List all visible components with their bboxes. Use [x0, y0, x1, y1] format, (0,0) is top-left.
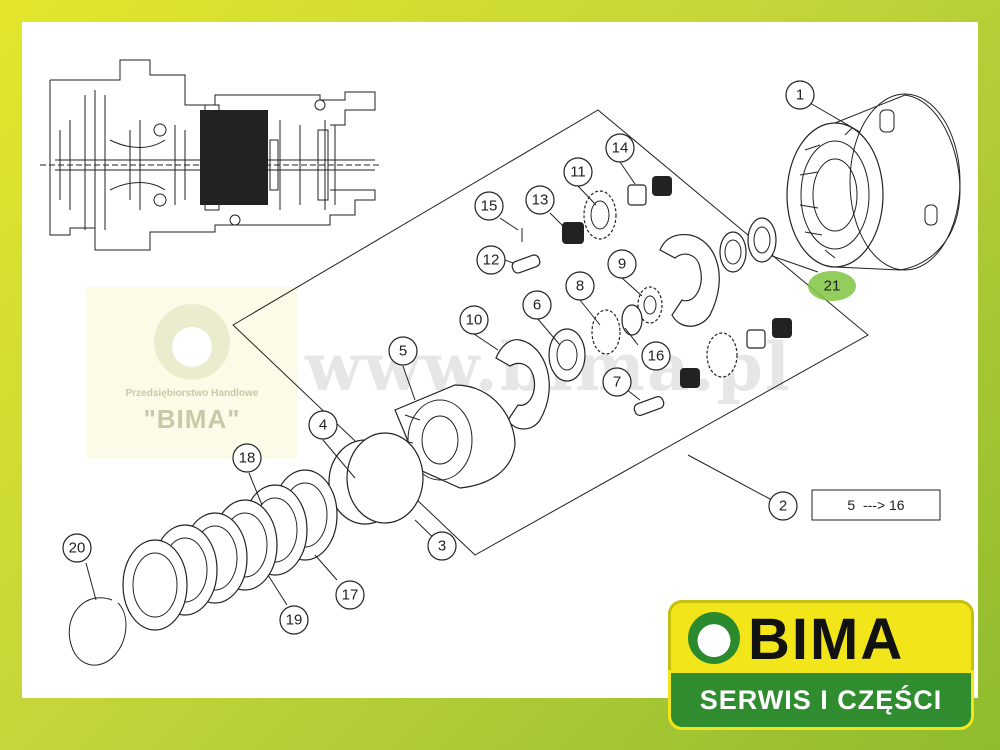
pin-7 [633, 396, 665, 416]
svg-text:7: 7 [613, 374, 621, 391]
callout-4: 4 [308, 410, 338, 440]
callout-14: 14 [605, 133, 635, 163]
callout-17: 17 [335, 580, 365, 610]
callout-5: 5 [388, 336, 418, 366]
callout-16: 16 [641, 341, 671, 371]
watermark-box [86, 287, 298, 459]
logo-subtitle: SERWIS I CZĘŚCI [699, 685, 943, 715]
callout-15: 15 [474, 191, 504, 221]
cross-section-inset [40, 59, 380, 251]
gear-8 [591, 304, 643, 355]
thrust-washer-top [659, 233, 720, 327]
svg-text:16: 16 [648, 348, 665, 365]
logo-bottom-panel: SERWIS I CZĘŚCI [668, 670, 974, 730]
callout-10: 10 [459, 305, 489, 335]
watermark-brand: "BIMA" [143, 404, 241, 434]
part-21-bearing [719, 217, 777, 273]
washer-10 [495, 339, 550, 430]
callout-20: 20 [62, 533, 92, 563]
watermark-ball-icon [154, 304, 230, 380]
callout-2: 2 [768, 491, 798, 521]
washer-6 [548, 328, 586, 382]
callout-21-highlight [808, 271, 856, 301]
svg-text:11: 11 [570, 164, 586, 181]
callout-19: 19 [279, 605, 309, 635]
snap-ring-20 [68, 597, 127, 666]
callout-8: 8 [565, 271, 595, 301]
part-1-housing [786, 93, 961, 271]
svg-text:3: 3 [438, 538, 446, 555]
svg-text:5 ---> 16: 5 ---> 16 [847, 497, 904, 513]
logo-title: BIMA [748, 607, 905, 672]
svg-text:21: 21 [824, 278, 841, 295]
callout-7: 7 [602, 367, 632, 397]
svg-text:2: 2 [779, 498, 787, 515]
watermark-caption: Przedsiębiorstwo Handlowe [125, 388, 259, 399]
callout-6: 6 [522, 290, 552, 320]
svg-text:1: 1 [796, 87, 804, 104]
svg-text:13: 13 [532, 192, 549, 209]
part-5-clutch-drum [394, 384, 516, 489]
ring-3 [346, 432, 424, 524]
gear-lower-right [680, 318, 792, 388]
svg-text:10: 10 [466, 312, 483, 329]
leader-lines [85, 102, 861, 606]
svg-text:5: 5 [399, 343, 407, 360]
svg-text:18: 18 [239, 450, 256, 467]
callout-18: 18 [232, 443, 262, 473]
svg-text:20: 20 [69, 540, 86, 557]
callout-1: 1 [785, 80, 815, 110]
svg-text:4: 4 [319, 417, 327, 434]
logo-top-panel: BIMA [668, 600, 974, 676]
callout-11: 11 [563, 157, 593, 187]
svg-text:8: 8 [576, 278, 584, 295]
bima-logo: BIMA SERWIS I CZĘŚCI [668, 600, 974, 730]
clutch-plate-stack [122, 469, 338, 631]
callout-12: 12 [476, 245, 506, 275]
svg-text:15: 15 [481, 198, 498, 215]
logo-ball-icon [688, 612, 740, 664]
callout-3: 3 [427, 531, 457, 561]
callout-21: 21 [824, 278, 841, 295]
range-box: 5 ---> 16 [811, 489, 941, 521]
gear-9 [637, 286, 663, 324]
pin-12 [511, 254, 541, 274]
gear-small-13 [562, 222, 584, 244]
gear-small-14 [627, 176, 672, 206]
svg-text:6: 6 [533, 297, 541, 314]
gear-11 [583, 190, 617, 240]
callout-9: 9 [607, 249, 637, 279]
svg-text:9: 9 [618, 256, 626, 273]
svg-text:17: 17 [342, 587, 359, 604]
svg-text:14: 14 [612, 140, 629, 157]
callout-13: 13 [525, 185, 555, 215]
svg-text:12: 12 [483, 252, 500, 269]
svg-text:19: 19 [286, 612, 303, 629]
